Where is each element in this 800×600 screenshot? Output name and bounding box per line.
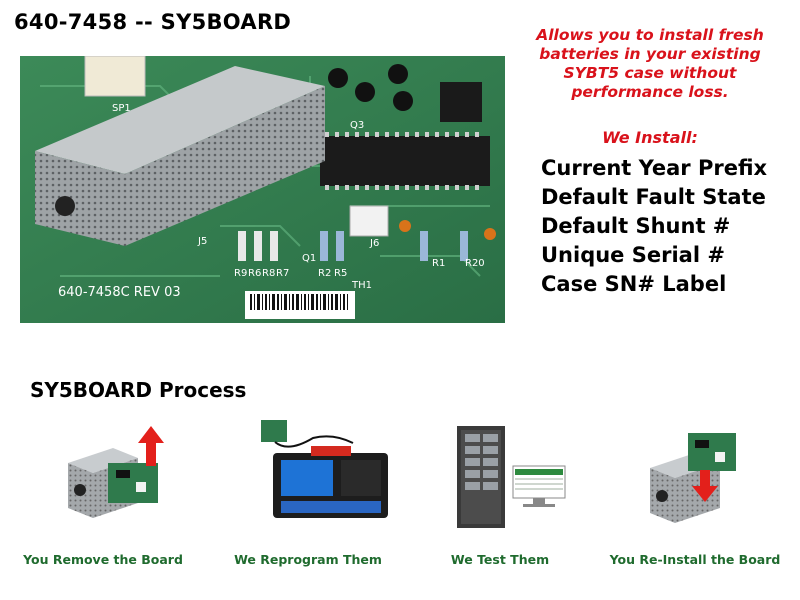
process-title: SY5BOARD Process [30, 378, 247, 402]
process-step-test: We Test Them [405, 408, 595, 598]
install-heading: We Install: [602, 128, 698, 147]
silkscreen-j6: J6 [369, 238, 379, 249]
silkscreen-j5: J5 [197, 236, 207, 247]
process-step-label: We Test Them [450, 552, 550, 567]
test-station-icon [405, 408, 595, 538]
install-item: Unique Serial # [541, 243, 725, 267]
tagline: Allows you to install fresh batteries in… [536, 26, 764, 101]
silkscreen-r9: R9 [234, 268, 247, 279]
install-item: Current Year Prefix [541, 156, 768, 180]
silkscreen-r7: R7 [276, 268, 289, 279]
silkscreen-q3: Q3 [350, 120, 364, 131]
silkscreen-r5: R5 [334, 268, 347, 279]
silkscreen-r2: R2 [318, 268, 331, 279]
silkscreen-r8: R8 [262, 268, 275, 279]
hero-board-photo: SP1 Q3 [20, 56, 505, 323]
process-step-reinstall: You Re-Install the Board [600, 408, 790, 598]
process-step-label: You Re-Install the Board [609, 552, 781, 567]
remove-board-icon [8, 408, 198, 538]
process-step-label: We Reprogram Them [234, 552, 382, 567]
process-step-reprogram: We Reprogram Them [213, 408, 403, 598]
silkscreen-th1: TH1 [351, 280, 372, 291]
process-step-label: You Remove the Board [23, 552, 183, 567]
page-title: 640-7458 -- SY5BOARD [14, 10, 292, 34]
reinstall-board-icon [600, 408, 790, 538]
board-silkscreen-text: 640-7458C REV 03 [58, 285, 181, 300]
silkscreen-sp1: SP1 [112, 103, 131, 114]
silkscreen-r6: R6 [248, 268, 261, 279]
install-item: Default Shunt # [541, 214, 731, 238]
install-list: Current Year Prefix Default Fault State … [541, 154, 767, 299]
install-item: Default Fault State [541, 185, 766, 209]
programmer-device-icon [213, 408, 403, 538]
silkscreen-r20: R20 [465, 258, 485, 269]
silkscreen-r1: R1 [432, 258, 445, 269]
process-step-remove: You Remove the Board [8, 408, 198, 598]
silkscreen-q1: Q1 [302, 253, 316, 264]
install-item: Case SN# Label [541, 272, 727, 296]
